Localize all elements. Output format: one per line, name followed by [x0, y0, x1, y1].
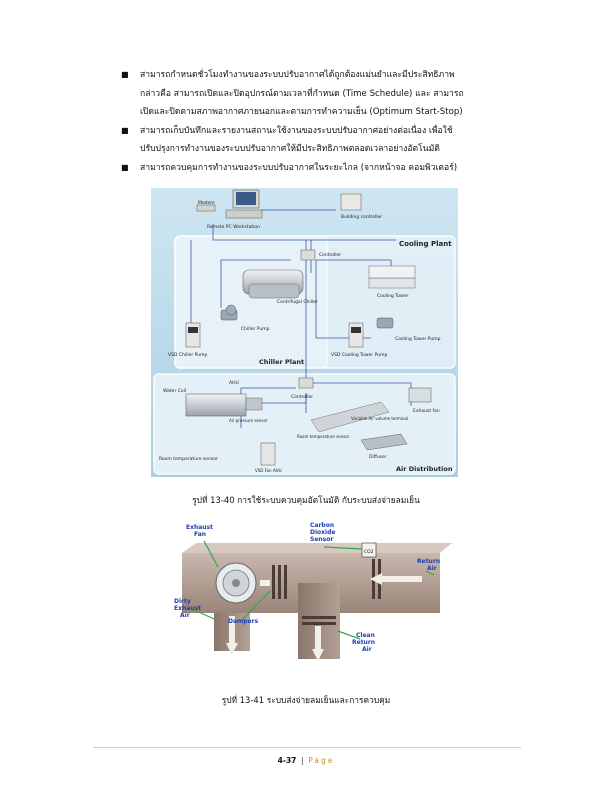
clean-return-air-label: Return	[352, 639, 375, 646]
duct-icon	[310, 401, 390, 433]
controller-bottom-label: Controller	[291, 394, 313, 400]
ahu-icon	[185, 393, 263, 417]
bullet-line: เปิดและปิดตามสภาพอากาศภายนอกและตามการทำค…	[140, 107, 463, 117]
room-temp-sensor-label: Room temperature sensor	[159, 456, 218, 462]
centrifugal-chiller-label: Centrifugal Chiller	[277, 299, 318, 305]
chiller-plant-label: Chiller Plant	[259, 358, 304, 366]
diffuser-icon	[360, 433, 408, 451]
exhaust-fan-label: Exhaust fan	[413, 408, 440, 414]
bullet-icon: ■	[121, 125, 129, 135]
dampers-label: Dampers	[228, 618, 259, 625]
bullet-line: กล่าวคือ สามารถเปิดและปิดอุปกรณ์ตามเวลาท…	[140, 88, 464, 99]
ahu-label: AHU	[229, 380, 239, 386]
bullet-line: ปรับปรุงการทำงานของระบบปรับอากาศให้มีประ…	[140, 144, 440, 154]
vsd-chiller-pump-icon	[185, 322, 201, 348]
bullet-icon: ■	[121, 70, 129, 79]
dirty-exhaust-air-label: Air	[180, 612, 190, 619]
controller-icon	[300, 249, 316, 261]
exhaust-fan-icon	[215, 562, 257, 604]
exhaust-fan-label: Exhaust	[186, 524, 213, 531]
water-coil-label: Water Coil	[163, 388, 186, 394]
clean-return-air-label: Clean	[356, 632, 375, 639]
controller-icon	[298, 377, 314, 389]
duct-top-face	[182, 543, 452, 553]
vsd-cooling-tower-pump-icon	[348, 317, 394, 348]
cooling-plant-label: Cooling Plant	[399, 240, 452, 248]
list-item: ■ สามารถควบคุมการทำงานของระบบปรับอากาศใน…	[121, 159, 530, 178]
bullet-icon: ■	[121, 162, 129, 172]
chiller-pump-label: Chiller Pump	[241, 326, 270, 332]
remote-workstation-label: Remote PC Workstation	[207, 224, 260, 230]
controller-top-label: Controller	[319, 252, 341, 258]
leader-lines	[191, 540, 435, 640]
vav-label: Variable Air volume terminal	[351, 416, 408, 421]
feature-list: ■ สามารถกำหนดชั่วโมงทำงานของระบบปรับอากา…	[121, 66, 530, 178]
figure-caption: รูปที่ 13-41 ระบบส่งจ่ายลมเย็นและการควบค…	[221, 695, 391, 705]
list-item: ■ สามารถเก็บบันทึกและรายงานสถานะใช้งานขอ…	[121, 122, 530, 159]
vsd-fan-ahu-icon	[260, 442, 276, 466]
vsd-chiller-pump-label: VSD Chiller Pump	[168, 352, 207, 358]
bullet-line: สามารถเก็บบันทึกและรายงานสถานะใช้งานของร…	[140, 125, 453, 136]
clean-return-air-label: Air	[362, 646, 372, 653]
duct-diagram-figure: CO2 Exhaust Fan Carbon Dioxide Sensor Re…	[174, 522, 452, 661]
figure-caption: รูปที่ 13-40 การใช้ระบบควบคุมอัตโนมัติ ก…	[192, 495, 420, 505]
footer-divider	[93, 747, 521, 748]
vsd-cooling-tower-pump-label: VSD Cooling Tower Pump	[331, 352, 387, 358]
bas-diagram-figure: Modem Remote PC Workstation Building con…	[151, 188, 458, 477]
return-air-label: Air	[427, 565, 437, 572]
building-controller-icon	[340, 193, 362, 211]
co2-tag: CO2	[364, 549, 374, 555]
room-temp-sensor-mid-label: Room temperature sensor	[297, 434, 350, 439]
cooling-tower-label: Cooling Tower	[377, 293, 408, 299]
chiller-plant-panel	[174, 235, 328, 369]
airflow-arrows	[226, 573, 422, 661]
damper-icon	[302, 616, 336, 625]
bullet-line: สามารถกำหนดชั่วโมงทำงานของระบบปรับอากาศไ…	[140, 70, 455, 80]
air-distribution-label: Air Distribution	[396, 465, 453, 473]
vsd-fan-ahu-label: VSD Fan AHU	[255, 468, 282, 473]
list-item: ■ สามารถกำหนดชั่วโมงทำงานของระบบปรับอากา…	[121, 66, 530, 122]
co2-sensor-label: Carbon	[310, 522, 334, 529]
return-air-label: Return	[417, 558, 440, 565]
footer-separator: |	[301, 756, 304, 765]
page-word: Page	[308, 756, 335, 765]
dirty-exhaust-air-label: Dirty	[174, 598, 191, 605]
cooling-tower-icon	[368, 265, 416, 289]
remote-workstation-icon	[196, 189, 263, 219]
air-pressure-sensor-label: Air pressure sensor	[229, 418, 268, 423]
exhaust-fan-icon	[408, 387, 432, 403]
supply-drop-duct	[298, 583, 340, 659]
page-number: 4-37	[277, 756, 297, 765]
co2-sensor-label: Sensor	[310, 536, 333, 543]
exhaust-fan-label: Fan	[194, 531, 206, 538]
co2-sensor-icon: CO2	[361, 542, 377, 558]
bullet-line: สามารถควบคุมการทำงานของระบบปรับอากาศในระ…	[140, 162, 458, 173]
modem-label: Modem	[198, 200, 215, 206]
co2-sensor-label: Dioxide	[310, 529, 335, 536]
damper-icon	[272, 565, 287, 599]
cooling-tower-pump-label: Cooling Tower Pump	[395, 336, 441, 342]
chiller-pump-icon	[220, 304, 238, 321]
centrifugal-chiller-icon	[242, 269, 304, 299]
dirty-exhaust-air-label: Exhaust	[174, 605, 201, 612]
building-controller-label: Building controller	[341, 214, 382, 220]
page-footer: 4-37 | Page	[0, 756, 612, 765]
diffuser-label: Diffuser	[369, 454, 387, 460]
